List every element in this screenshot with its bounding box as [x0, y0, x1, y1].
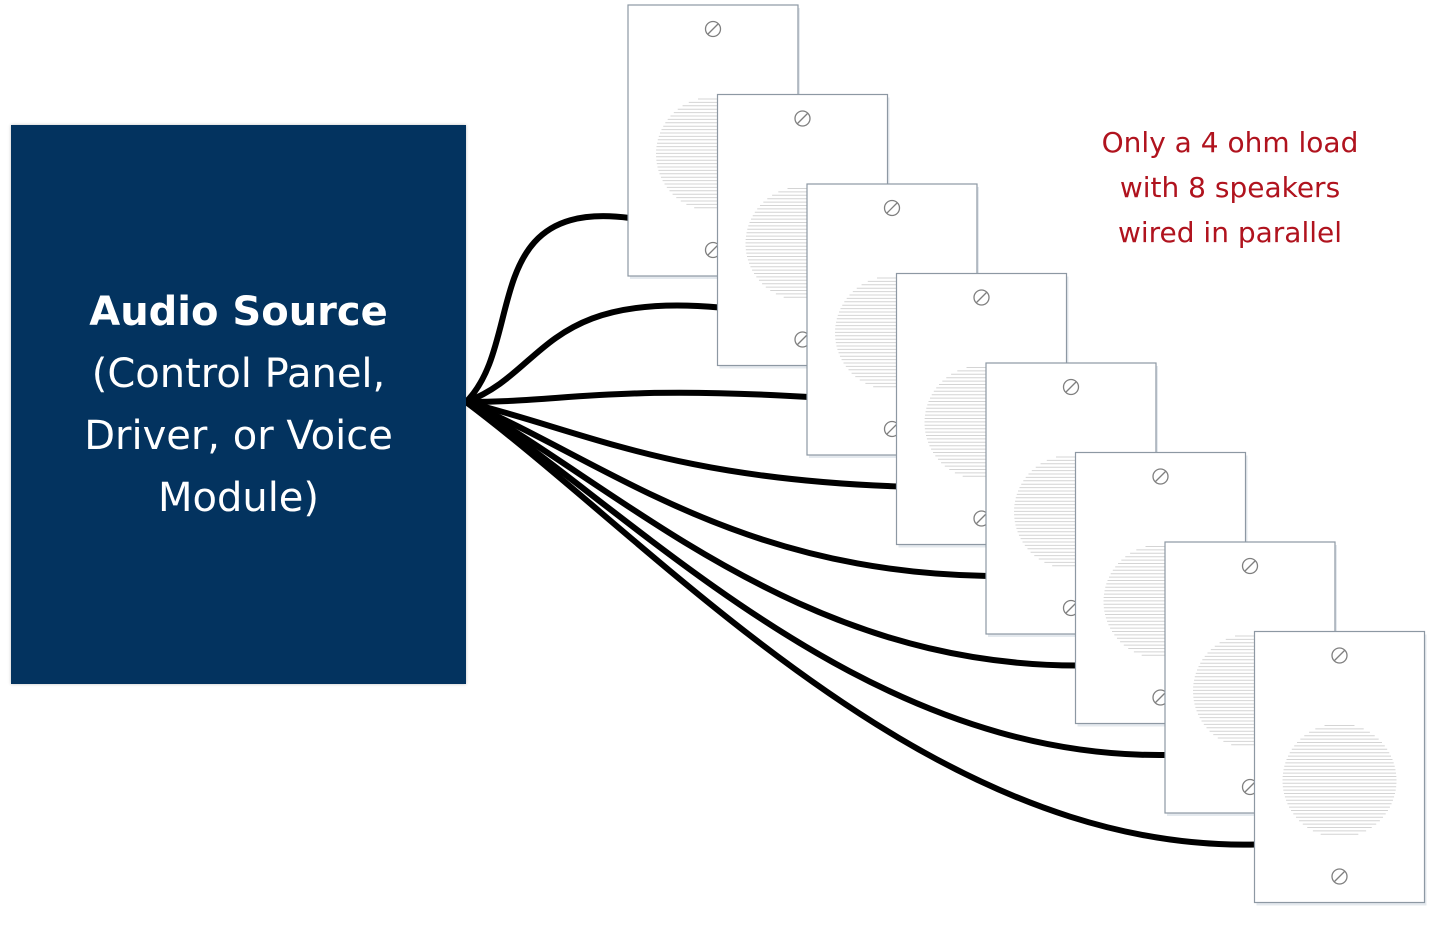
screw-icon	[1062, 378, 1080, 396]
screw-icon	[1331, 647, 1348, 664]
screw-icon	[1152, 468, 1169, 485]
speaker-wires	[463, 213, 1260, 848]
load-note: Only a 4 ohm load with 8 speakers wired …	[1101, 126, 1359, 249]
screw-icon	[794, 110, 811, 127]
audio-source-subtitle: (Control Panel, Driver, or Voice Module)	[84, 350, 393, 521]
audio-source-title: Audio Source	[89, 288, 388, 335]
screw-icon	[973, 289, 990, 306]
screw-icon	[1241, 778, 1259, 796]
speaker-wire-1	[463, 213, 633, 405]
speaker-grille	[1282, 725, 1397, 835]
audio-source-box: Audio Source (Control Panel, Driver, or …	[11, 125, 466, 684]
speaker-grille	[656, 98, 770, 209]
speaker-wire-4	[463, 399, 902, 490]
speaker-wire-5	[463, 399, 991, 579]
speaker-wire-3	[463, 389, 812, 405]
speaker-wire-2	[463, 302, 723, 405]
speaker-8	[1253, 630, 1427, 906]
screw-icon	[704, 20, 722, 38]
screw-icon	[883, 199, 901, 217]
speaker-wire-7	[463, 399, 1170, 759]
speaker-wire-6	[463, 399, 1081, 669]
screw-icon	[1241, 557, 1259, 575]
speaker-stack	[627, 4, 1427, 906]
screw-icon	[1331, 868, 1348, 885]
speaker-wire-8	[463, 399, 1260, 848]
screw-icon	[883, 420, 901, 438]
